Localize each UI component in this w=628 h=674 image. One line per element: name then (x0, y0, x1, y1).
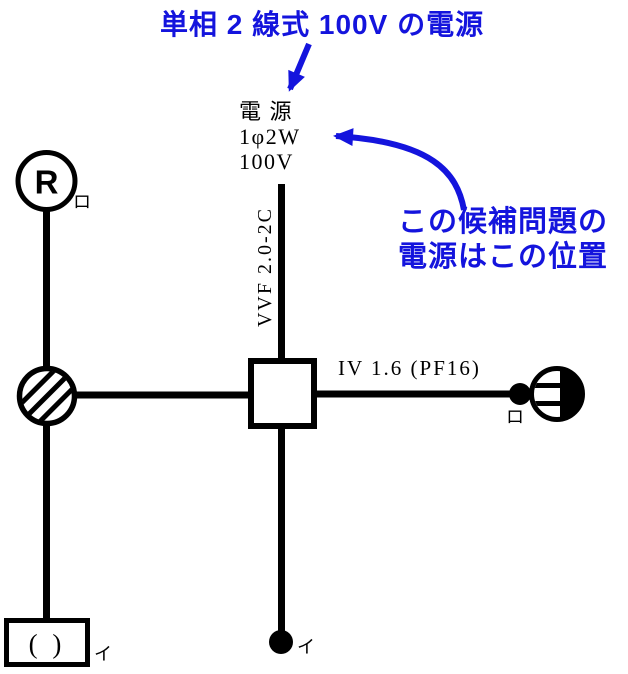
power-source-label: 電 源 1φ2W 100V (239, 99, 300, 174)
switch-dot-icon-bottom (269, 630, 293, 654)
annotation-top: 単相 2 線式 100V の電源 (160, 9, 485, 40)
annotation-side: この候補問題の 電源はこの位置 (378, 205, 628, 275)
outlet-box-square-icon (248, 358, 317, 429)
cable-label-vvf: VVF 2.0-2C (254, 207, 276, 328)
power-source-title: 電 源 (239, 99, 294, 124)
vvf-joint-box-icon (16, 365, 78, 427)
ceiling-rose-icon: ( ) (4, 618, 90, 667)
switch-dot-icon-right (509, 383, 531, 405)
wall-outlet-icon (529, 366, 585, 422)
circuit-mark-switch-right: ロ (506, 407, 524, 427)
lamp-receptacle-letter: R (35, 164, 59, 201)
cable-label-iv-pf16: IV 1.6 (PF16) (338, 356, 481, 380)
circuit-mark-switch-bottom: イ (297, 637, 315, 657)
circuit-mark-ceiling-rose: イ (94, 644, 112, 664)
lamp-receptacle-icon: R (15, 150, 78, 212)
power-source-voltage: 100V (239, 149, 294, 174)
annotation-side-line2: 電源はこの位置 (397, 241, 608, 273)
annotation-side-line1: この候補問題の (397, 206, 608, 238)
power-source-spec: 1φ2W (239, 124, 301, 149)
arrow-top-to-source-icon (287, 42, 312, 92)
ceiling-rose-glyph: ( ) (29, 629, 66, 659)
circuit-mark-lamp-receptacle: ロ (73, 192, 91, 212)
arrow-side-to-source-icon (333, 128, 467, 211)
